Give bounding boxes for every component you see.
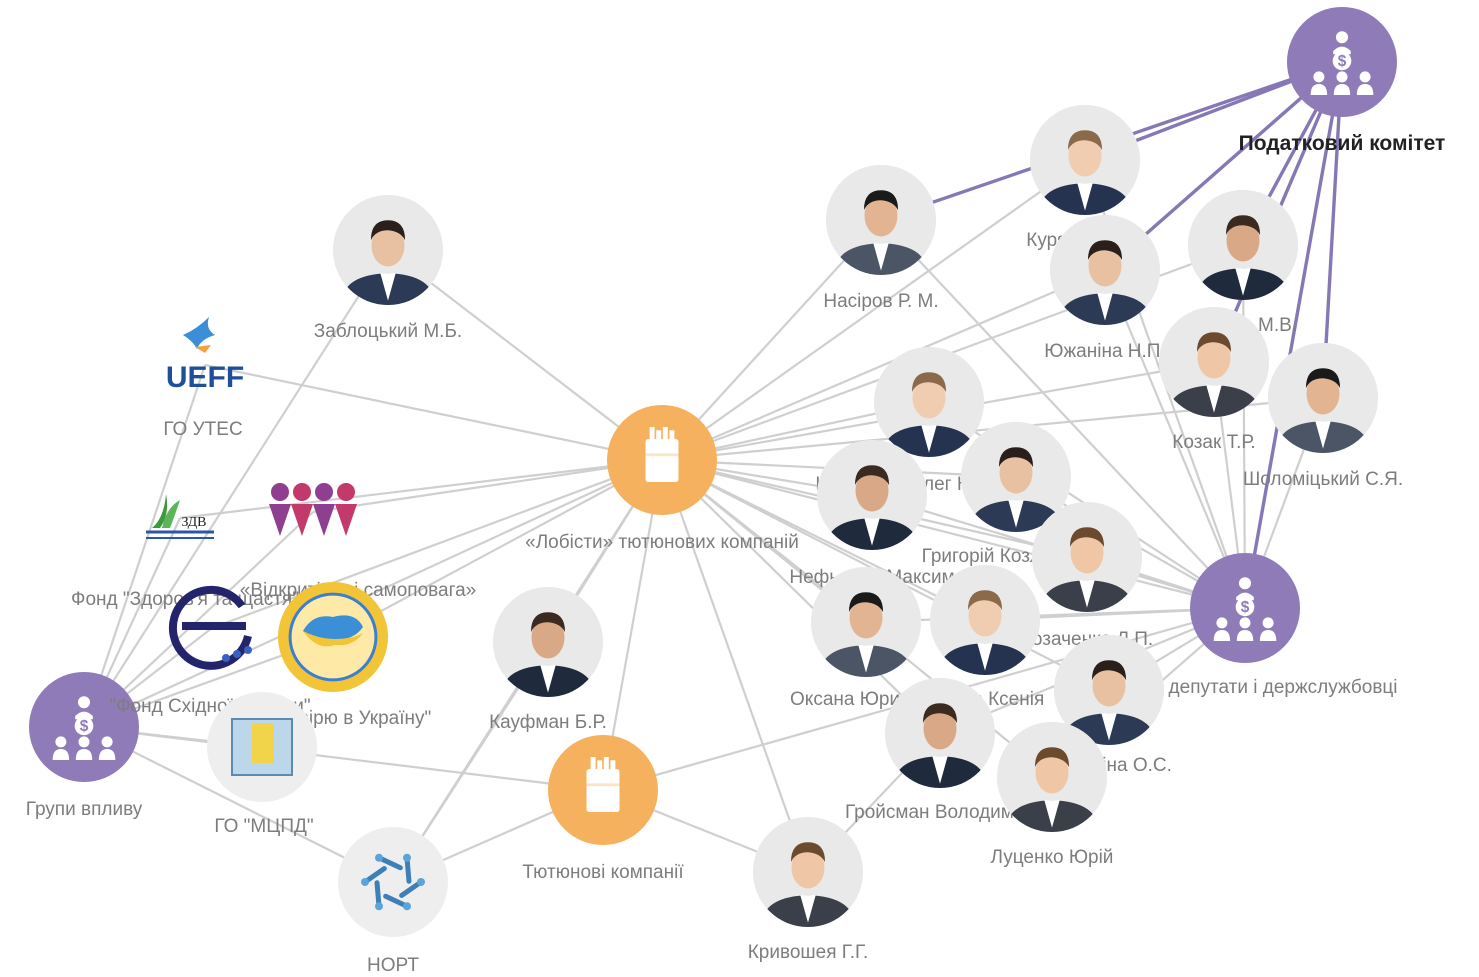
node-label-mcpd: ГО "МЦПД" [214,816,313,837]
person-photo-icon [333,195,443,305]
node-tob[interactable]: Тютюнові компанії [522,735,684,883]
node-ueff[interactable]: UEFF ГО УТЕС [163,317,244,440]
node-lobby[interactable]: «Лобісти» тютюнових компаній [525,405,799,553]
node-label-groi: Гройсман Володимир [845,802,1035,823]
node-label-lobby: «Лобісти» тютюнових компаній [525,532,799,553]
edge-nd-koz_e [1103,269,1247,609]
node-tax[interactable]: $ Податковий комітет [1239,7,1446,155]
edge-lobby-groi [661,459,941,734]
edge-gv-zab [83,249,389,728]
edge-tax-nd [1243,61,1344,609]
node-label-koz_e: Южаніна Н.П. [1044,341,1165,362]
person-photo-icon [1159,307,1269,417]
ueff-logo-icon: UEFF [166,317,244,394]
e-logo-icon [168,585,252,670]
svg-text:UEFF: UEFF [166,361,244,394]
node-layer: $ Податковий комітет «Лобісти» тютюнових к… [26,7,1446,976]
person-photo-icon [1188,190,1298,300]
node-label-nort: НОРТ [367,955,419,976]
node-label-gv: Групи впливу [26,799,143,820]
node-ks[interactable]: Ляшко Ксенія [926,565,1045,710]
node-label-zab: Заблоцький М.Б. [314,321,462,342]
edge-lobby-ueff [204,363,663,462]
node-grig[interactable]: Григорій Козловський [922,422,1111,567]
node-mcpd[interactable]: ГО "МЦПД" [207,692,317,837]
node-zab[interactable]: Заблоцький М.Б. [314,195,462,342]
edge-lobby-tob [601,459,664,791]
node-nort[interactable]: НОРТ [338,827,448,976]
person-photo-icon [885,678,995,788]
person-photo-icon [1268,343,1378,453]
nort-logo-icon [338,827,448,937]
edge-lobby-vv [312,458,663,514]
node-label-kryv: Кривошея Г.Г. [748,942,869,963]
edge-lobby-koz_e [661,268,1106,462]
person-photo-icon [930,565,1040,675]
edge-gv-tob [83,725,604,792]
edge-lobby-kryv [660,459,810,873]
node-label-nd: Народні депутати і держслужбовці [1092,677,1397,698]
person-photo-icon [493,587,603,697]
person-photo-icon [1050,215,1160,325]
person-photo-icon [826,165,936,275]
node-label-nas: Насіров Р. М. [823,291,938,312]
edge-lobby-kur [661,159,1086,461]
node-label-luts: Луценко Юрій [991,847,1114,868]
edge-lobby-nd [661,458,1246,610]
node-label-ueff: ГО УТЕС [163,419,242,440]
node-kob[interactable]: Кобцев М.В. [1188,190,1298,336]
cigarette-pack-icon [607,405,717,515]
ukraine-seal-icon [278,582,388,692]
edge-tax-shol [1321,61,1344,399]
person-photo-icon [1032,502,1142,612]
edge-gv-ueff [82,364,207,728]
node-luts[interactable]: Луценко Юрій [991,722,1114,868]
svg-text:ЗДВ: ЗДВ [181,515,206,530]
person-photo-icon [753,817,863,927]
node-oks[interactable]: Оксана Юринець [790,567,942,710]
node-label-shol: Шоломіцький С.Я. [1243,469,1403,490]
svg-text:$: $ [80,718,89,735]
group-money-icon: $ [29,672,139,782]
node-label-tob: Тютюнові компанії [522,862,684,883]
node-label-tax: Податковий комітет [1239,132,1446,155]
edge-lobby-zab [387,249,663,461]
svg-text:$: $ [1241,599,1250,616]
edge-lobby-gv [83,459,663,728]
node-label-kozak: Козак Т.Р. [1172,432,1255,453]
node-kauf[interactable]: Кауфман Б.Р. [489,587,607,733]
node-kryv[interactable]: Кривошея Г.Г. [748,817,869,963]
cigarette-pack-icon [548,735,658,845]
person-photo-icon [997,722,1107,832]
node-label-kauf: Кауфман Б.Р. [489,712,607,733]
edge-gv-nort [83,726,394,883]
node-kozak[interactable]: Козак Т.Р. [1159,307,1269,453]
node-nd[interactable]: $ Народні депутати і держслужбовці [1092,553,1398,698]
node-koz_e[interactable]: Южаніна Н.П. [1044,215,1166,362]
node-groi[interactable]: Гройсман Володимир [845,678,1035,823]
edge-lobby-vvu [332,459,663,638]
person-photo-icon [874,347,984,457]
group-money-icon: $ [1190,553,1300,663]
edge-nd-nas [880,219,1246,609]
node-shol[interactable]: Шоломіцький С.Я. [1243,343,1403,490]
node-nas[interactable]: Насіров Р. М. [823,165,939,312]
mcpd-logo-icon [207,692,317,802]
people-logo-icon [269,483,357,536]
node-gv[interactable]: $ Групи впливу [26,672,143,820]
svg-text:$: $ [1338,53,1347,70]
edge-nd-kob [1241,244,1247,609]
person-photo-icon [1030,105,1140,215]
group-money-icon: $ [1287,7,1397,117]
node-kozach[interactable]: Козаченко Л.П. [1021,502,1153,650]
zdv-logo-icon: ЗДВ [146,494,214,539]
person-photo-icon [811,567,921,677]
node-nef[interactable]: Нефьодов Максим [789,440,955,588]
edge-lobby-zdv [179,458,663,520]
person-photo-icon [817,440,927,550]
person-photo-icon [961,422,1071,532]
edge-lobby-fse [211,458,663,630]
